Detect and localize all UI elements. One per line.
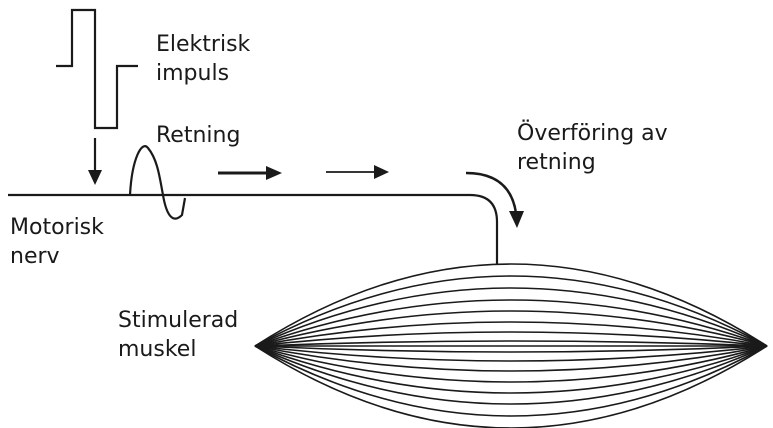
muscle-fiber <box>254 321 768 347</box>
muscle-fiber <box>254 331 768 347</box>
excitation-label: Retning <box>156 123 241 148</box>
electric-impulse-label-line2: impuls <box>156 61 230 86</box>
muscle-fiber <box>254 345 768 394</box>
transfer-label-line2: retning <box>517 150 596 175</box>
muscle-fiber <box>254 345 768 362</box>
muscle-fiber <box>254 287 768 347</box>
muscle-fiber <box>254 263 768 347</box>
transfer-arrow-icon <box>465 171 524 228</box>
electric-impulse-label: Elektrisk impuls <box>156 30 250 88</box>
stimulated-muscle-label-line1: Stimulerad <box>118 308 239 333</box>
transfer-label-line1: Överföring av <box>517 121 668 146</box>
excitation-wave <box>128 145 187 220</box>
impulse-arrow-icon <box>88 138 102 185</box>
transfer-label: Överföring av retning <box>517 119 668 177</box>
muscle-fiber <box>254 345 768 372</box>
impulse-waveform <box>56 8 138 130</box>
motor-nerve-label: Motorisk nerv <box>10 213 104 271</box>
motor-nerve-line <box>8 193 499 264</box>
propagation-arrow-icon <box>218 166 282 180</box>
muscle-fiber <box>254 340 768 347</box>
stimulated-muscle-label: Stimulerad muskel <box>118 306 238 364</box>
electric-impulse-label-line1: Elektrisk <box>156 32 251 57</box>
motor-nerve-label-line2: nerv <box>10 244 60 269</box>
muscle-fiber <box>254 275 768 347</box>
muscle-fiber <box>254 345 768 383</box>
propagation-arrow-icon <box>326 165 389 179</box>
muscle-fiber <box>254 345 768 417</box>
stimulated-muscle-label-line2: muskel <box>118 337 197 362</box>
stimulated-muscle-fibers <box>254 263 768 428</box>
muscle-fiber <box>254 345 768 405</box>
muscle-fiber <box>254 299 768 347</box>
muscle-fiber <box>254 345 768 353</box>
muscle-fiber <box>254 310 768 347</box>
motor-nerve-label-line1: Motorisk <box>10 215 104 240</box>
